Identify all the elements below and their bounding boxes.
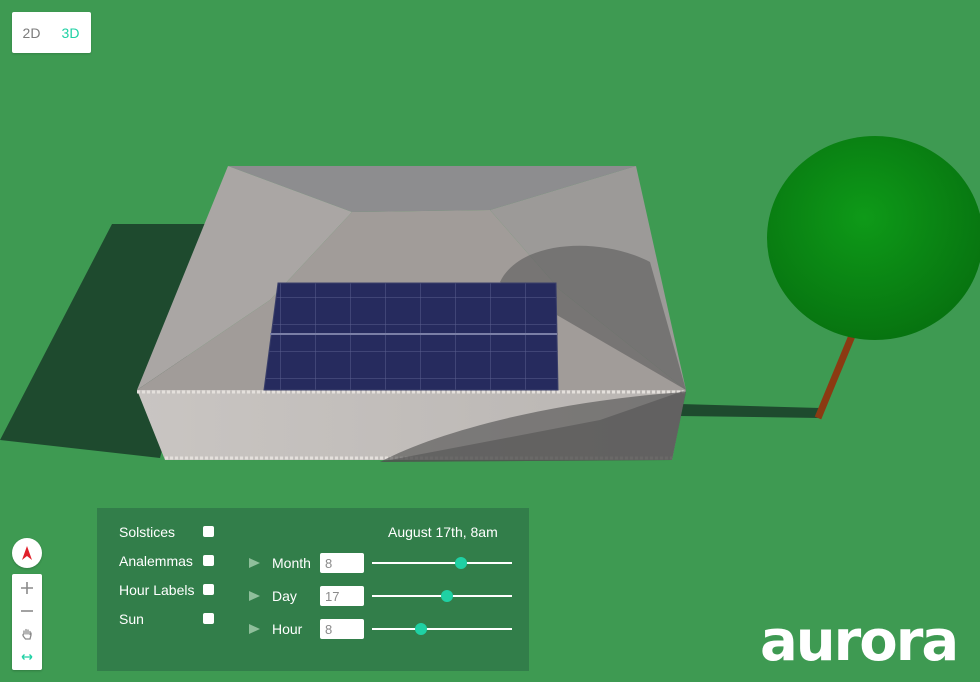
slider-label: Day — [272, 588, 297, 604]
minus-icon — [21, 609, 33, 612]
date-time-label: August 17th, 8am — [388, 524, 498, 540]
view-3d-button[interactable]: 3D — [61, 24, 80, 41]
pan-button[interactable] — [16, 624, 38, 644]
toggle-solstices: Solstices — [119, 522, 219, 542]
play-icon[interactable] — [249, 558, 260, 568]
month-slider-row: Month 8 — [249, 552, 519, 574]
analemmas-checkbox[interactable] — [203, 555, 214, 566]
play-icon[interactable] — [249, 624, 260, 634]
day-input[interactable]: 17 — [320, 586, 364, 606]
view-2d-button[interactable]: 2D — [22, 24, 41, 41]
toggle-label: Analemmas — [119, 553, 193, 569]
hour-slider-thumb[interactable] — [414, 623, 427, 635]
month-slider-thumb[interactable] — [455, 557, 468, 569]
zoom-out-button[interactable] — [16, 601, 38, 621]
play-icon[interactable] — [249, 591, 260, 601]
compass-north-icon — [22, 546, 32, 560]
map-controls — [12, 574, 42, 670]
slider-label: Hour — [272, 621, 303, 637]
hand-icon — [22, 628, 32, 640]
wall-shadow — [380, 392, 686, 462]
hour-input[interactable]: 8 — [320, 619, 364, 639]
tree-trunk — [814, 324, 860, 420]
zoom-in-button[interactable] — [16, 578, 38, 598]
sun-checkbox[interactable] — [203, 613, 214, 624]
aurora-logo: aurora — [760, 609, 959, 674]
plus-icon — [21, 581, 33, 594]
sun-settings-panel: Solstices Analemmas Hour Labels Sun Augu… — [97, 508, 529, 671]
day-slider-row: Day 17 — [249, 585, 519, 607]
toggle-label: Solstices — [119, 524, 176, 540]
orbit-arrows-icon — [21, 653, 33, 660]
tree-canopy — [767, 136, 980, 340]
compass-button[interactable] — [12, 538, 42, 568]
roof-left — [137, 166, 352, 390]
toggle-label: Sun — [119, 611, 144, 627]
hour-labels-checkbox[interactable] — [203, 584, 214, 595]
solar-panel-array — [263, 282, 559, 391]
orbit-button[interactable] — [16, 647, 38, 667]
month-input[interactable]: 8 — [320, 553, 364, 573]
day-slider-thumb[interactable] — [440, 590, 453, 602]
toggle-label: Hour Labels — [119, 582, 195, 598]
solstices-checkbox[interactable] — [203, 526, 214, 537]
slider-label: Month — [272, 555, 311, 571]
toggle-sun: Sun — [119, 609, 219, 629]
view-mode-toggle: 2D 3D — [12, 12, 91, 53]
roof-back — [228, 166, 636, 212]
roof-shadow — [380, 245, 686, 462]
tree-shadow — [680, 404, 820, 418]
toggle-hour-labels: Hour Labels — [119, 580, 219, 600]
toggle-analemmas: Analemmas — [119, 551, 219, 571]
hour-slider-row: Hour 8 — [249, 618, 519, 640]
month-slider[interactable] — [372, 557, 512, 569]
day-slider[interactable] — [372, 590, 512, 602]
hour-slider[interactable] — [372, 623, 512, 635]
